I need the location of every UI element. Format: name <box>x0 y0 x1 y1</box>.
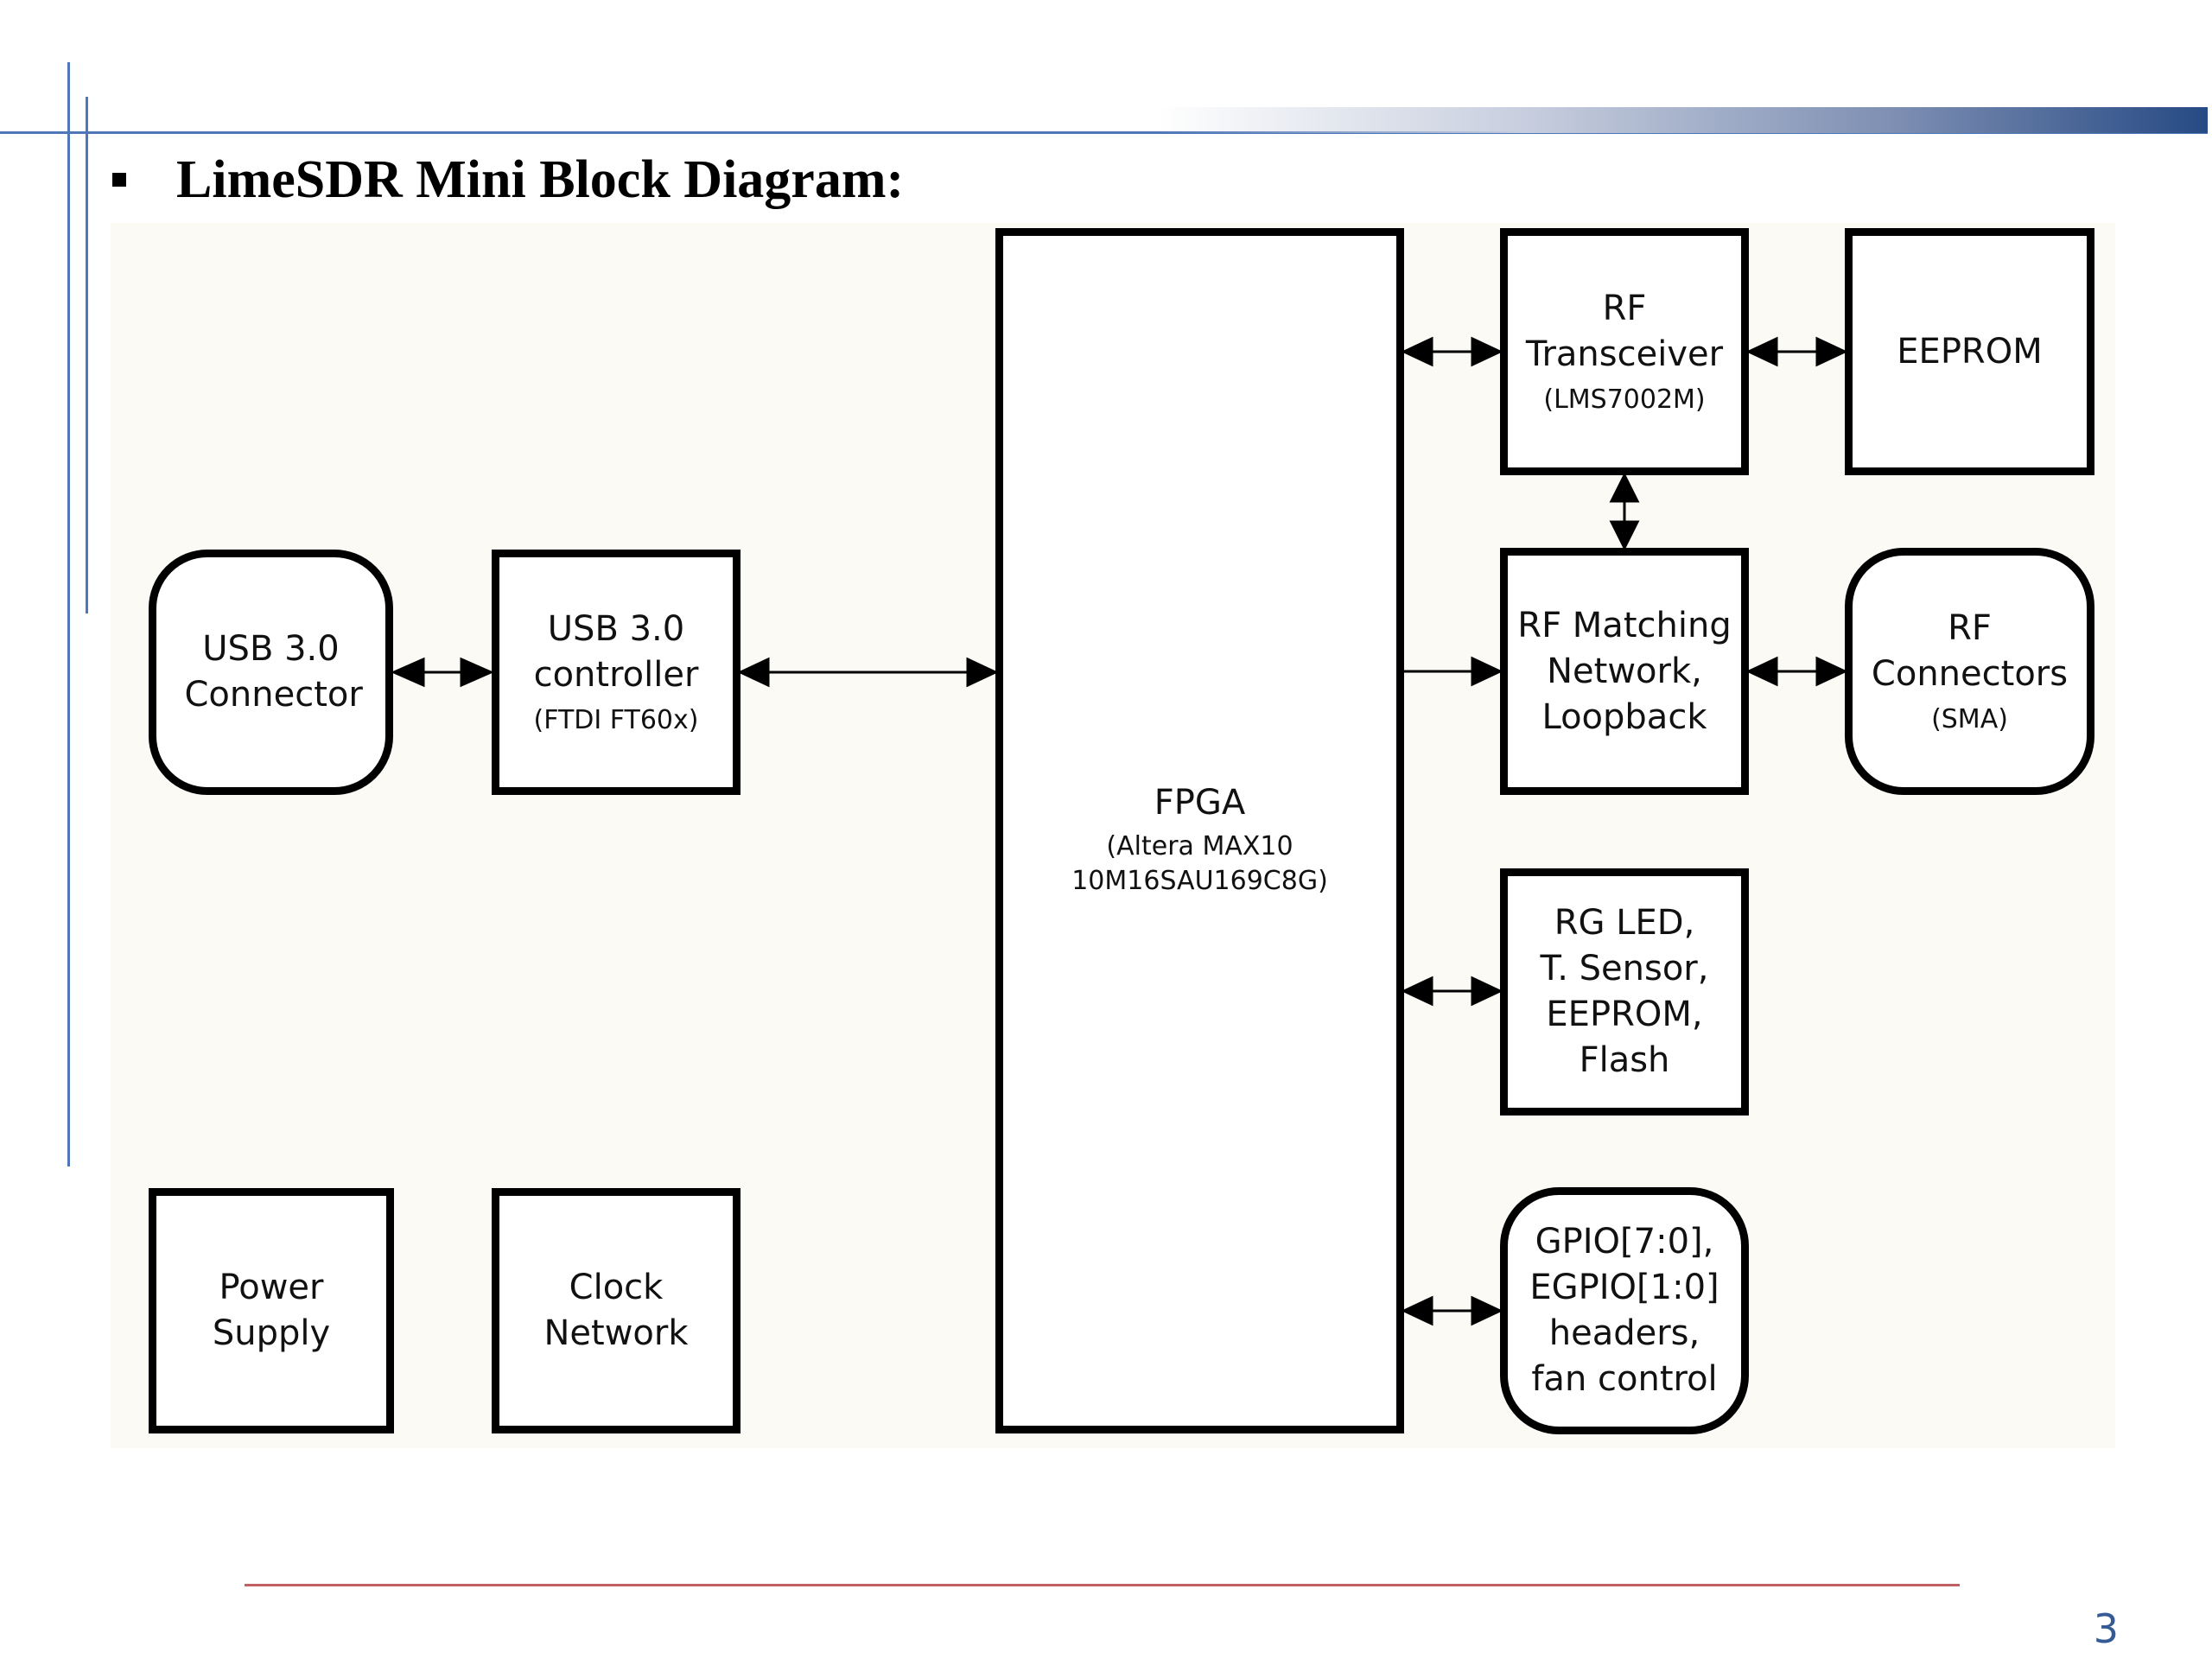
usb-controller-block: USB 3.0 controller (FTDI FT60x) <box>492 550 741 795</box>
footer-divider <box>245 1584 1960 1586</box>
eeprom-block: EEPROM <box>1845 228 2094 475</box>
slide-heading: LimeSDR Mini Block Diagram: <box>112 145 904 214</box>
rf-matching-line-1: RF Matching <box>1517 605 1732 645</box>
peripherals-line-4: Flash <box>1579 1040 1670 1080</box>
peripherals-block: RG LED, T. Sensor, EEPROM, Flash <box>1500 868 1749 1116</box>
peripherals-line-1: RG LED, <box>1554 903 1695 943</box>
rf-connectors-line-1: RF <box>1948 608 1992 648</box>
usb-connector-block: USB 3.0 Connector <box>149 550 393 795</box>
rf-matching-line-2: Network, <box>1547 651 1702 691</box>
peripherals-line-3: EEPROM, <box>1546 995 1703 1034</box>
clock-network-line-2: Network <box>543 1313 689 1353</box>
gpio-line-3: headers, <box>1548 1313 1700 1353</box>
rf-transceiver-block: RF Transceiver (LMS7002M) <box>1500 228 1749 475</box>
gpio-line-2: EGPIO[1:0] <box>1529 1268 1719 1307</box>
fpga-sublabel-line-2: 10M16SAU169C8G) <box>1071 866 1328 896</box>
rf-connectors-block: RF Connectors (SMA) <box>1845 548 2094 795</box>
gpio-block: GPIO[7:0], EGPIO[1:0] headers, fan contr… <box>1500 1187 1749 1434</box>
rf-matching-line-3: Loopback <box>1541 696 1707 737</box>
usb-controller-sublabel: (FTDI FT60x) <box>533 705 699 735</box>
rf-transceiver-line-1: RF <box>1602 289 1647 328</box>
usb-connector-label: USB 3.0 Connector <box>184 629 363 715</box>
eeprom-label: EEPROM <box>1897 331 2043 372</box>
power-supply-line-1: Power <box>219 1268 324 1307</box>
power-supply-line-2: Supply <box>212 1313 331 1353</box>
gpio-line-1: GPIO[7:0], <box>1535 1222 1714 1262</box>
fpga-block: FPGA (Altera MAX10 10M16SAU169C8G) <box>995 228 1404 1433</box>
clock-network-line-1: Clock <box>569 1268 664 1307</box>
rf-transceiver-line-2: Transceiver <box>1525 334 1724 374</box>
rf-transceiver-sublabel: (LMS7002M) <box>1543 385 1706 415</box>
header-accent-horizontal-line <box>0 131 2208 134</box>
rf-matching-block: RF Matching Network, Loopback <box>1500 548 1749 795</box>
bullet-icon <box>112 173 126 187</box>
rf-connectors-sublabel: (SMA) <box>1931 704 2008 734</box>
fpga-sublabel-line-1: (Altera MAX10 <box>1106 831 1294 861</box>
slide-title: LimeSDR Mini Block Diagram: <box>176 149 905 209</box>
usb-controller-label: USB 3.0 controller <box>533 609 699 695</box>
gpio-line-4: fan control <box>1531 1359 1718 1399</box>
rf-connectors-line-2: Connectors <box>1871 654 2069 694</box>
fpga-label: FPGA <box>1154 783 1246 823</box>
header-accent-vertical-line-inner <box>86 97 88 613</box>
header-gradient-bar <box>1158 107 2208 133</box>
header-accent-vertical-line <box>67 62 70 1166</box>
clock-network-block: Clock Network <box>492 1188 741 1433</box>
page-number: 3 <box>2093 1605 2119 1652</box>
peripherals-line-2: T. Sensor, <box>1540 949 1709 988</box>
power-supply-block: Power Supply <box>149 1188 394 1433</box>
